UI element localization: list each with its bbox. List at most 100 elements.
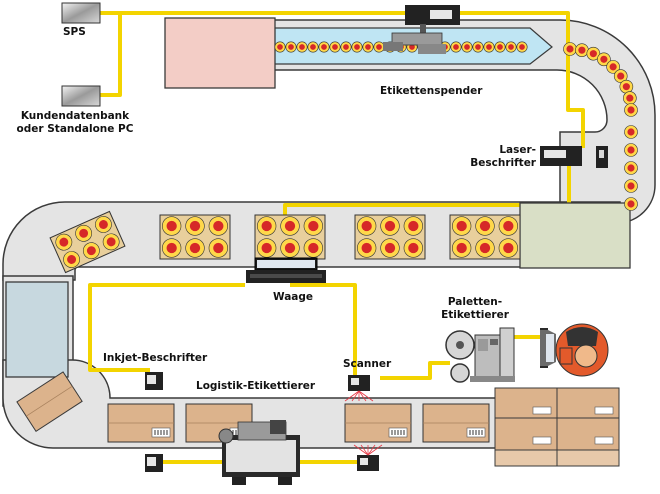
inkjet-printer-icon [145,372,163,472]
pallet-stack [494,387,620,467]
scanner-beam [367,444,383,456]
station-pink [164,17,276,89]
product-jar-core [464,44,470,50]
product-jar-core [361,220,372,232]
scanner-beam [353,444,369,456]
product-jar-core [98,220,108,229]
scanner-beams [344,390,383,456]
barcode-scanner-icon [348,375,379,471]
product-jar-core [627,128,635,136]
product-jar-core [627,146,635,154]
product-jar-core [589,50,597,58]
product-jar-core [622,83,630,91]
product-jar-core [213,242,224,254]
product-jar-core [627,164,635,172]
logistics-labeler-icon [218,420,300,485]
product-jar-core [453,44,459,50]
scanner-beam [351,390,360,402]
label-kundendatenbank-line1: Kundendatenbank [20,110,130,122]
product-jar-core [627,200,635,208]
label-paletten-etikettierer: Paletten- Etikettierer [420,296,530,322]
label-sps: SPS [63,26,86,38]
product-jar-core [166,220,177,232]
product-tray [449,214,521,260]
label-dispenser-icon [383,5,460,54]
shipping-box [344,403,412,443]
product-jar-core [310,44,316,50]
shipping-boxes [107,403,490,443]
product-jar-core [408,242,419,254]
label-laser-line1: Laser- [499,144,536,156]
product-jar-core [213,220,224,232]
curve-products [563,42,638,211]
product-jar-core [503,242,514,254]
product-jar-core [475,44,481,50]
product-jar-core [609,63,617,71]
product-jar-core [284,220,296,232]
product-jar-core [376,44,382,50]
label-kundendatenbank-line2: oder Standalone PC [16,123,134,135]
product-jar-core [299,44,305,50]
scanner-beam [358,390,374,402]
product-jar-core [79,228,89,238]
product-jar-core [456,220,467,232]
product-jar-core [578,46,586,54]
product-jar-core [409,44,415,50]
product-jar-core [627,106,635,114]
scanner-beam [360,444,369,456]
scale-monitor-icon [246,257,326,283]
product-jar-core [408,220,419,232]
product-jar-core [626,94,634,102]
product-jar-core [617,72,625,80]
product-trays [49,210,521,274]
product-jar-core [321,44,327,50]
product-tray [254,214,326,260]
product-jar-core [508,44,514,50]
operator-workstation-icon [540,323,609,377]
product-jar-core [59,237,69,247]
product-tray [49,210,126,274]
product-jar-core [486,44,492,50]
pallet-labeler-icon [445,327,515,383]
product-jar-core [261,220,272,232]
scanner-beam [367,444,376,456]
product-jar-core [343,44,349,50]
product-jar-core [479,220,491,232]
product-jar-core [384,220,396,232]
label-scanner: Scanner [343,358,392,370]
product-jar-core [365,44,371,50]
product-jar-core [361,242,372,254]
label-kundendatenbank: Kundendatenbank oder Standalone PC [5,110,145,136]
label-logistik-etikettierer: Logistik-Etikettierer [196,380,316,392]
product-jar-core [354,44,360,50]
product-jar-core [627,182,635,190]
label-paletten-line1: Paletten- [447,296,503,308]
label-waage: Waage [273,291,314,303]
product-jar-core [308,220,319,232]
label-laser-beschrifter: Laser- Beschrifter [450,144,536,170]
product-jar-core [566,45,574,53]
product-jar-core [86,246,96,256]
sps-device-icon [61,2,101,24]
product-jar-core [261,242,272,254]
scanner-beam [344,390,360,402]
station-blue [5,281,69,378]
scanner-beam [358,390,367,402]
product-jar-core [384,242,396,254]
label-paletten-line2: Etikettierer [441,309,509,321]
shipping-box [422,403,490,443]
product-jar-core [479,242,491,254]
product-tray [354,214,426,260]
product-jar-core [600,55,608,63]
product-jar-core [106,237,116,247]
label-inkjet-beschrifter: Inkjet-Beschrifter [103,352,208,364]
product-jar-core [189,220,201,232]
product-jar-core [497,44,503,50]
label-laser-line2: Beschrifter [470,157,536,169]
product-jar-core [67,255,77,264]
product-jar-core [288,44,294,50]
laser-marker-icon [540,146,608,168]
product-tray [159,214,231,260]
database-pc-icon [61,85,101,107]
